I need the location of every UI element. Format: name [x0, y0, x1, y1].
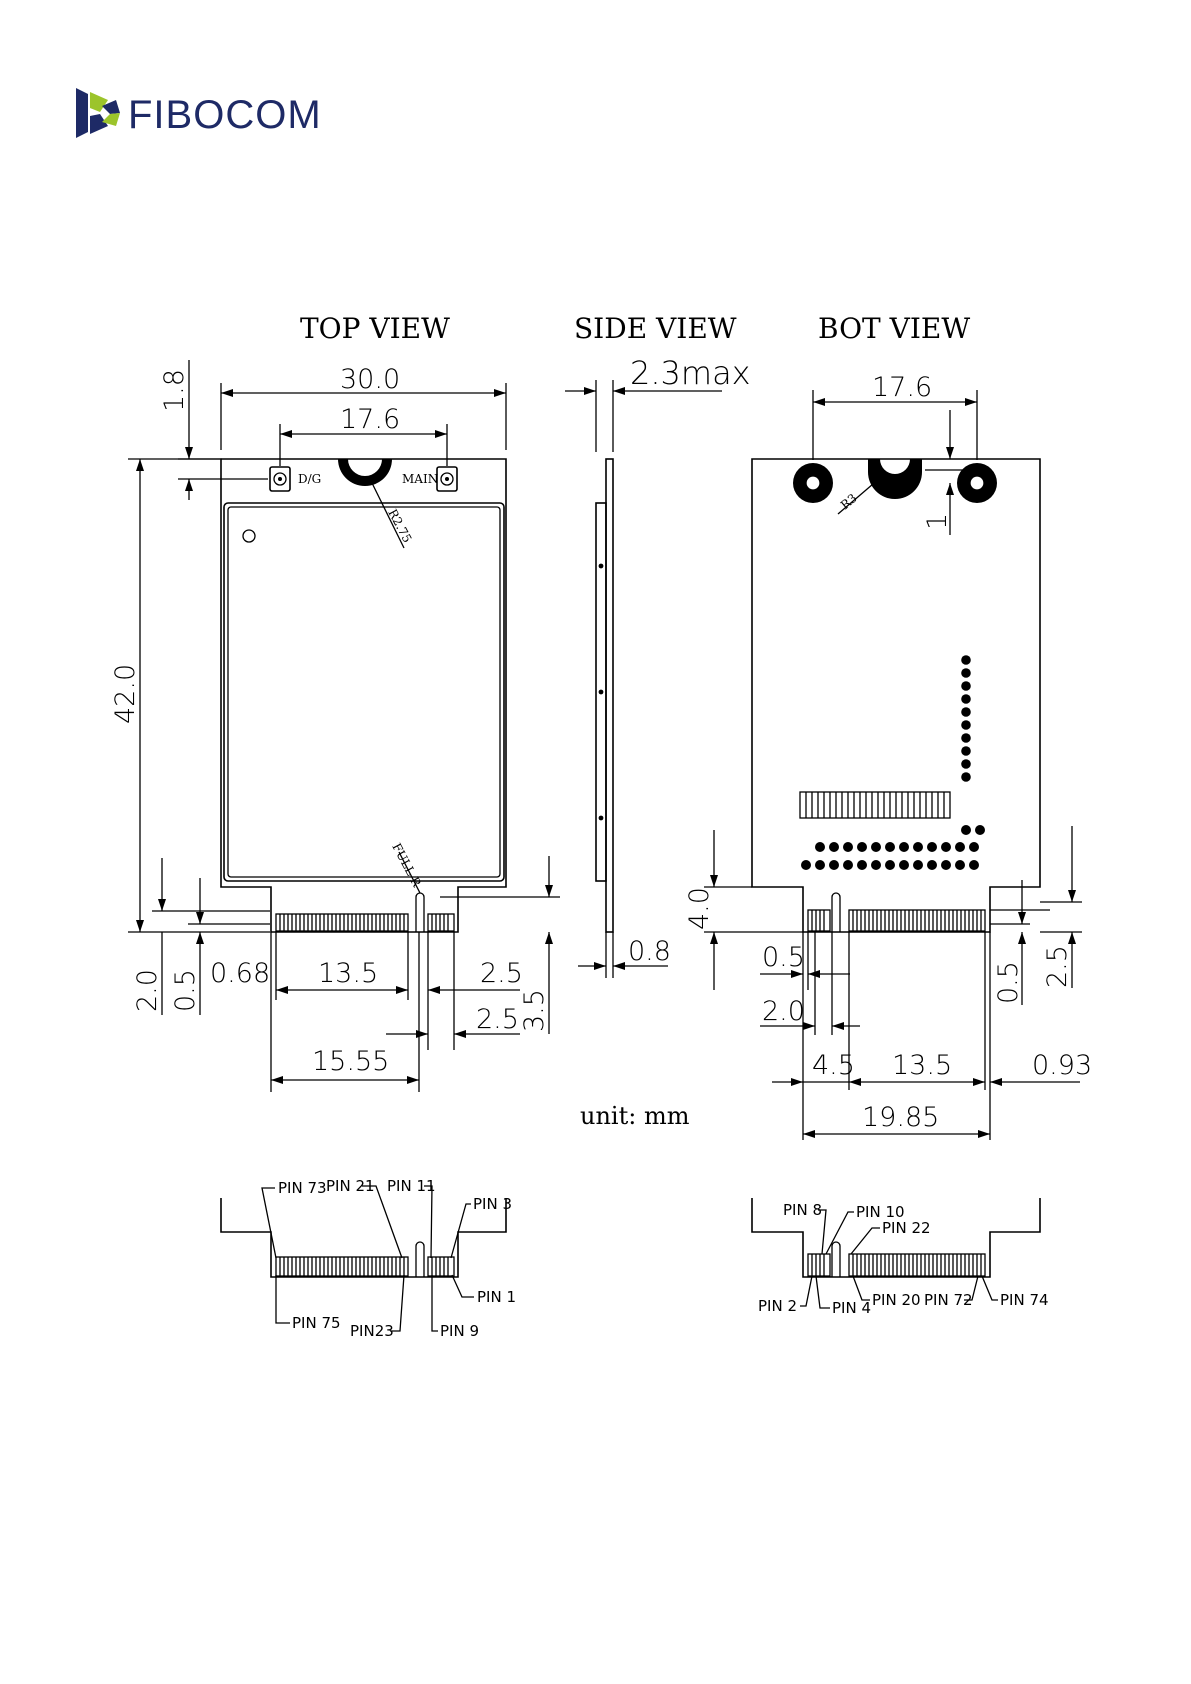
dim-edge-05: 0.5 [170, 969, 201, 1012]
dim-edge-20: 2.0 [132, 969, 163, 1012]
dim-slot-25: 2.5 [476, 1004, 519, 1035]
bot-mount-notch [868, 459, 922, 499]
top-key-slot [416, 893, 424, 932]
pin3-label: PIN 3 [473, 1195, 512, 1213]
dim-offset-1555: 15.55 [312, 1046, 389, 1077]
dim-key-25: 2.5 [480, 958, 523, 989]
bot-dim-05: 0.5 [762, 942, 805, 973]
top-board-outline [221, 459, 506, 932]
bottom-view-title: BOT VIEW [818, 312, 970, 345]
pin1-label: PIN 1 [477, 1288, 516, 1306]
dg-connector [270, 467, 290, 491]
top-view-title: TOP VIEW [300, 312, 450, 345]
side-pcb [606, 459, 613, 932]
pin1-mark [243, 530, 255, 542]
bottom-view: R3 17.6 1 [684, 372, 1092, 1140]
r3-label: R3 [838, 491, 860, 512]
r275-label: R2.75 [385, 507, 414, 545]
bot-pin22-label: PIN 22 [882, 1219, 931, 1237]
dim-key-35: 3.5 [519, 989, 550, 1032]
dim-pcb: 0.8 [628, 936, 671, 967]
bot-hole-left [793, 463, 833, 503]
top-view: D/G MAIN R2.75 FULL R 30.0 17.6 [110, 360, 560, 1092]
dim-antenna-spacing: 17.6 [340, 404, 400, 435]
pin23-label: PIN23 [350, 1322, 394, 1340]
bottom-pinout-detail: PIN 8 PIN 10 PIN 22 PIN 2 PIN 4 PIN 20 P… [752, 1198, 1049, 1317]
bot-hole-right [957, 463, 997, 503]
unit-label: unit: mm [580, 1102, 690, 1130]
dim-top-offset: 1.8 [159, 369, 190, 412]
bot-pin20-label: PIN 20 [872, 1291, 921, 1309]
bot-pad-strip [800, 792, 950, 818]
bot-dim-hole-offset: 1 [922, 513, 953, 530]
dim-length: 42.0 [110, 664, 141, 724]
top-pins-left [276, 914, 408, 931]
main-label: MAIN [402, 472, 438, 486]
bot-pin72-label: PIN 72 [924, 1291, 973, 1309]
side-view: 2.3max 0.8 [565, 354, 751, 978]
top-pins-right [428, 914, 454, 931]
top-mount-notch [338, 459, 392, 486]
bot-pin8-label: PIN 8 [783, 1201, 822, 1219]
bot-dim-093: 0.93 [1032, 1050, 1092, 1081]
bot-pin74-label: PIN 74 [1000, 1291, 1049, 1309]
bot-dim-45: 4.5 [812, 1050, 855, 1081]
bot-test-pads [961, 655, 971, 782]
dim-pins-135: 13.5 [318, 958, 378, 989]
bot-dim-r05: 0.5 [993, 961, 1024, 1004]
main-connector [437, 467, 457, 491]
pin21-label: PIN 21 [326, 1177, 375, 1195]
top-pinout-detail: PIN 73 PIN 21 PIN 11 PIN 3 PIN 1 PIN 75 … [221, 1177, 516, 1340]
dim-width: 30.0 [340, 364, 400, 395]
dim-thickness: 2.3max [630, 354, 751, 392]
bot-dim-1985: 19.85 [862, 1102, 939, 1133]
dg-label: D/G [298, 472, 321, 486]
top-shield-can [224, 503, 504, 881]
dim-left-068: 0.68 [210, 958, 270, 989]
bot-dim-antenna-spacing: 17.6 [872, 372, 932, 403]
bot-board-outline [752, 459, 1040, 932]
full-r-label: FULL R [389, 841, 424, 890]
bot-dim-r25: 2.5 [1042, 945, 1073, 988]
pin75-label: PIN 75 [292, 1314, 341, 1332]
side-view-title: SIDE VIEW [574, 312, 737, 345]
bot-pin4-label: PIN 4 [832, 1299, 871, 1317]
bot-pad-grid [801, 825, 985, 870]
bot-dim-tab-40: 4.0 [684, 887, 715, 930]
bot-dim-20: 2.0 [762, 996, 805, 1027]
pin9-label: PIN 9 [440, 1322, 479, 1340]
bot-pin2-label: PIN 2 [758, 1297, 797, 1315]
pin11-label: PIN 11 [387, 1177, 436, 1195]
bot-dim-135: 13.5 [892, 1050, 952, 1081]
pin73-label: PIN 73 [278, 1179, 327, 1197]
